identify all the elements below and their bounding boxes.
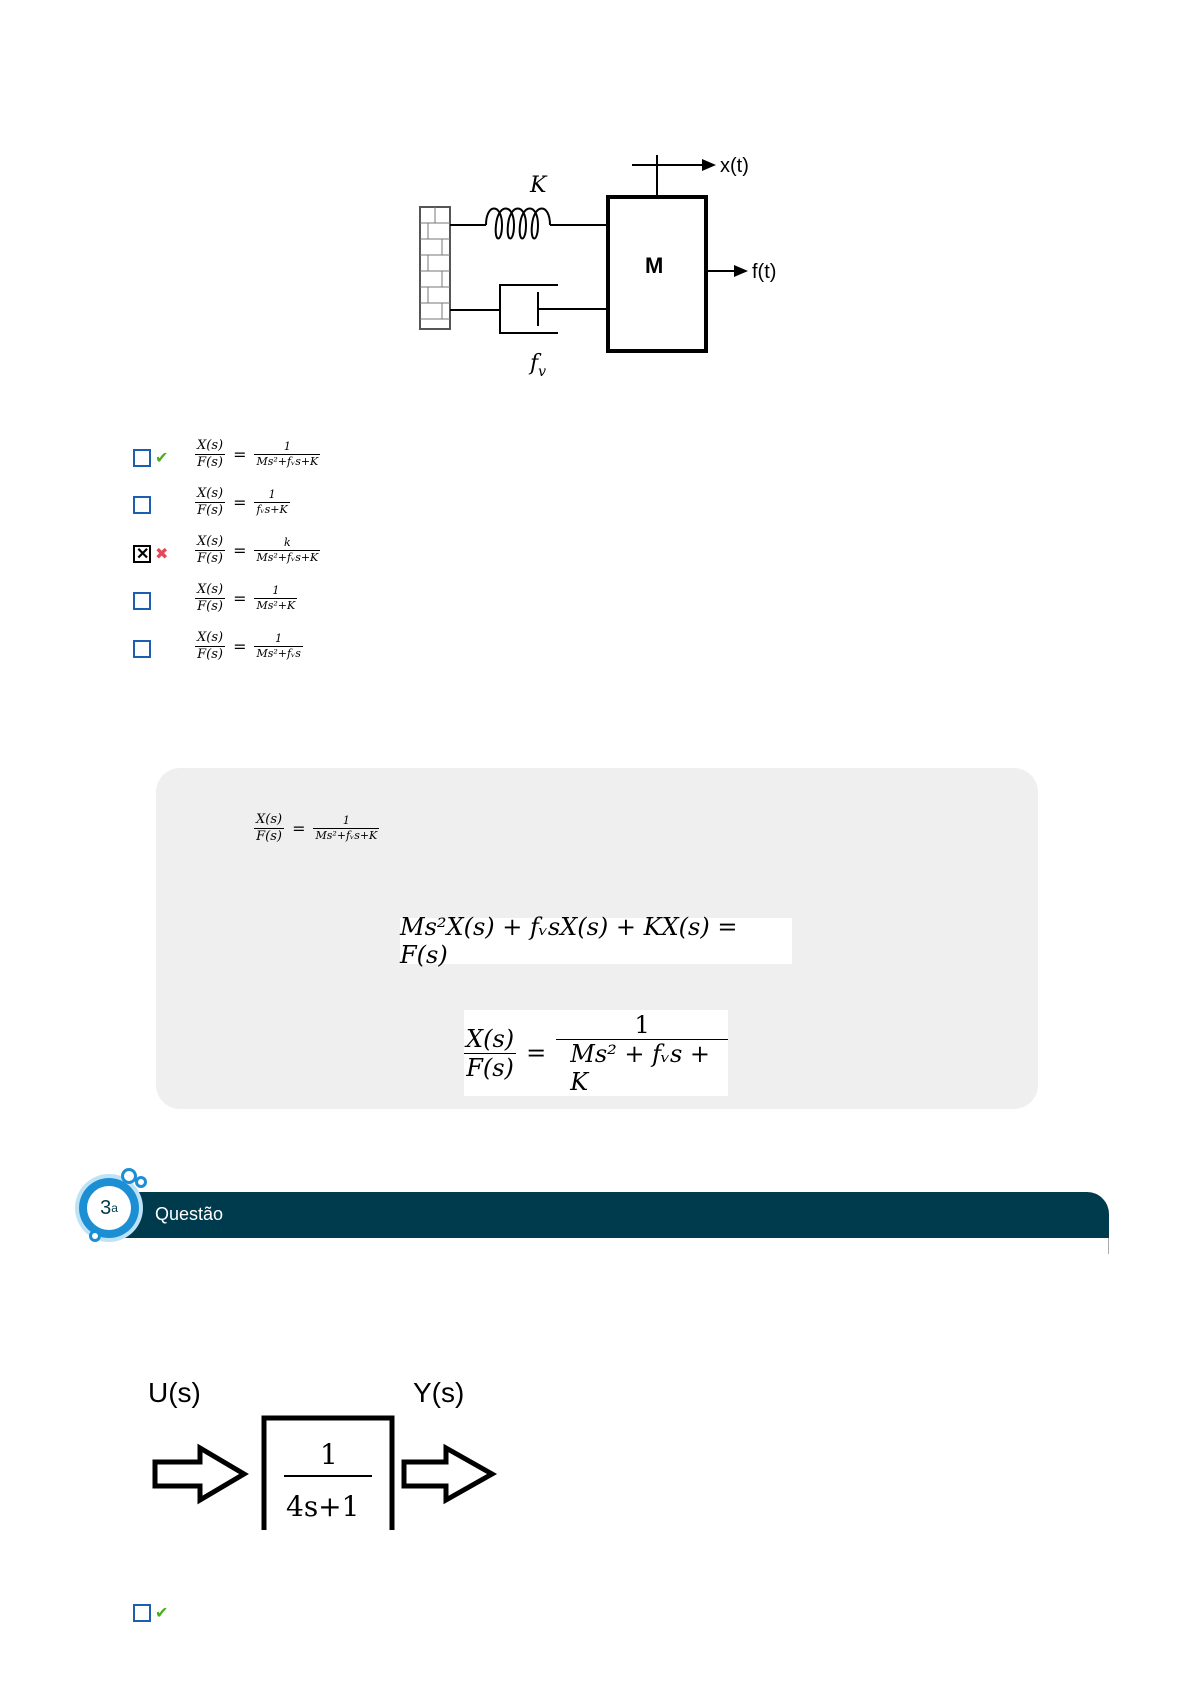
option-checkbox[interactable] — [133, 496, 151, 514]
output-arrow — [401, 1443, 498, 1505]
question-label: Questão — [155, 1204, 224, 1224]
position-arrow — [632, 155, 716, 197]
spring-label: K — [529, 173, 548, 198]
force-arrow — [706, 265, 748, 277]
output-label: Y(s) — [413, 1377, 464, 1408]
tf-denominator: 4s+1 — [286, 1490, 359, 1523]
tf-numerator: 1 — [320, 1438, 338, 1471]
spring — [450, 207, 608, 240]
correct-check-icon: ✔ — [155, 450, 169, 467]
option-checkbox[interactable] — [133, 640, 151, 658]
option-checkbox[interactable] — [133, 544, 151, 564]
block-diagram-figure: U(s) Y(s) 1 4s+1 — [148, 1377, 498, 1530]
correct-check-icon: ✔ — [155, 1605, 169, 1622]
force-label: f(t) — [752, 261, 776, 283]
damper — [450, 284, 608, 334]
laplace-equation: Ms²X(s) + fᵥsX(s) + KX(s) = F(s) — [400, 913, 738, 969]
laplace-equation-card: Ms²X(s) + fᵥsX(s) + KX(s) = F(s) — [400, 913, 792, 969]
question-header-bar: Questão — [125, 1192, 1109, 1254]
option-checkbox[interactable] — [133, 449, 151, 467]
question3-option-a[interactable]: ✔ — [133, 1603, 171, 1623]
input-arrow — [152, 1443, 249, 1505]
output-label: x(t) — [720, 155, 749, 177]
option-checkbox[interactable] — [133, 592, 151, 610]
transfer-block — [261, 1415, 395, 1530]
mass-label: M — [645, 253, 663, 278]
wall — [419, 206, 451, 330]
damper-label: fv — [528, 351, 546, 380]
question-number-suffix: a — [111, 1201, 118, 1215]
question-number: 3 — [100, 1196, 112, 1219]
mass-spring-damper-figure: K fv M x(t) f(t) — [419, 155, 776, 380]
input-label: U(s) — [148, 1377, 201, 1408]
wrong-x-icon: ✖ — [155, 546, 169, 563]
option-checkbox[interactable] — [133, 1604, 151, 1622]
